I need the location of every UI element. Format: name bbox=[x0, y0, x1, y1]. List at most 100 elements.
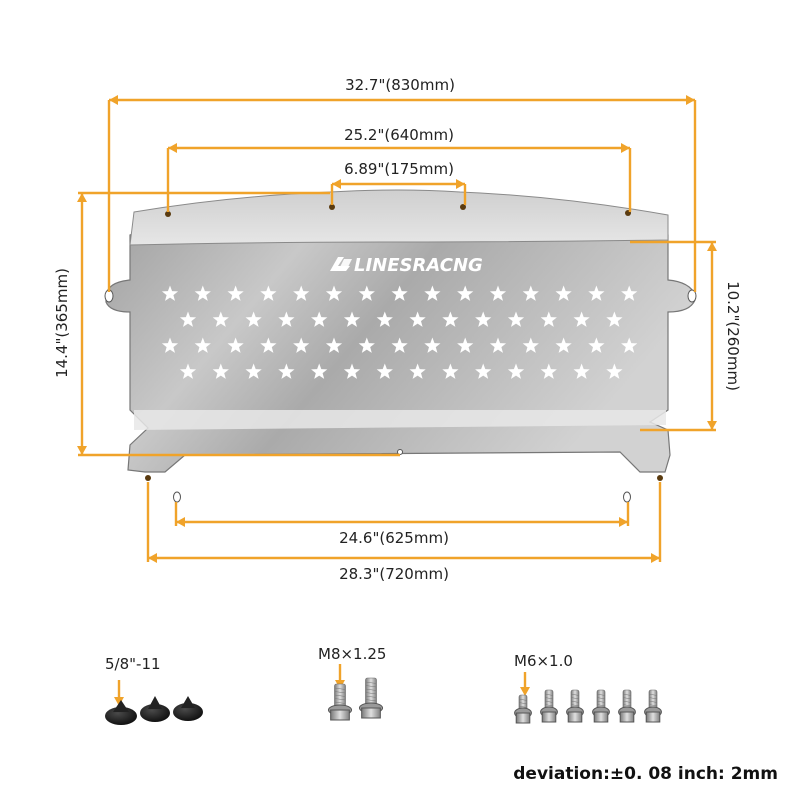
mount-hole bbox=[397, 449, 403, 455]
star-cutout-icon bbox=[227, 337, 244, 353]
m6-bolts bbox=[514, 689, 662, 724]
m6-bolt-icon bbox=[566, 689, 584, 723]
star-cutout-icon bbox=[245, 363, 262, 379]
star-cutout-icon bbox=[606, 363, 623, 379]
star-cutout-icon bbox=[376, 311, 393, 327]
center-hole-spacing-label: 6.89"(175mm) bbox=[344, 160, 454, 178]
m6-bolt-icon bbox=[644, 689, 662, 723]
star-cutout-icon bbox=[409, 311, 426, 327]
outer-hole-spacing-label: 25.2"(640mm) bbox=[344, 126, 454, 144]
star-cutout-icon bbox=[588, 337, 605, 353]
star-cutout-icon bbox=[293, 285, 310, 301]
plate-bend-band bbox=[134, 410, 666, 430]
star-cutout-icon bbox=[522, 337, 539, 353]
star-cutout-icon bbox=[391, 285, 408, 301]
black-screws bbox=[105, 696, 203, 725]
logo-text: LINESRACNG bbox=[354, 255, 483, 276]
star-cutout-icon bbox=[278, 363, 295, 379]
star-cutout-icon bbox=[540, 363, 557, 379]
mount-hole bbox=[623, 491, 631, 503]
star-cutout-icon bbox=[457, 337, 474, 353]
star-cutout-icon bbox=[573, 363, 590, 379]
star-cutout-icon bbox=[212, 363, 229, 379]
m8-bolt-icon bbox=[358, 677, 384, 719]
star-cutout-icon bbox=[522, 285, 539, 301]
star-cutout-icon bbox=[507, 311, 525, 327]
star-cutout-icon bbox=[161, 285, 179, 301]
lower-hole-spacing-label: 24.6"(625mm) bbox=[339, 529, 449, 547]
star-cutout-icon bbox=[311, 363, 328, 379]
star-cutout-icon bbox=[555, 337, 572, 353]
star-cutout-icon bbox=[278, 311, 295, 327]
black-screw-icon bbox=[140, 696, 170, 722]
star-cutout-icon bbox=[179, 311, 197, 327]
star-cutout-icon bbox=[442, 363, 459, 379]
star-cutout-icon bbox=[194, 337, 211, 353]
linesracing-logo-icon: LINESRACNG bbox=[330, 255, 483, 276]
skid-plate: LINESRACNG bbox=[104, 189, 697, 503]
star-cutout-icon bbox=[358, 285, 375, 301]
star-cutout-icon bbox=[325, 285, 343, 301]
star-cutout-icon bbox=[424, 337, 441, 353]
m8-bolt-icon bbox=[327, 683, 353, 721]
star-cutout-icon bbox=[606, 311, 623, 327]
star-cutout-icon bbox=[343, 363, 361, 379]
star-cutout-icon bbox=[489, 285, 507, 301]
dimension-lines bbox=[78, 98, 716, 702]
star-cutout-icon bbox=[194, 285, 211, 301]
star-cutout-icon bbox=[179, 363, 197, 379]
star-cutout-icon bbox=[475, 363, 492, 379]
star-cutout-icon bbox=[245, 311, 262, 327]
star-cutout-icon bbox=[227, 285, 244, 301]
star-cutout-icon bbox=[343, 311, 361, 327]
star-cutout-icon bbox=[621, 285, 638, 301]
m6-bolt-icon bbox=[514, 694, 532, 724]
m6-bolt-label: M6×1.0 bbox=[514, 652, 573, 670]
star-cutout-icon bbox=[293, 337, 310, 353]
star-cutout-icon bbox=[475, 311, 492, 327]
black-screw-icon bbox=[105, 700, 137, 725]
mount-hole bbox=[657, 475, 663, 481]
plate-top-flange bbox=[129, 189, 669, 246]
star-cutout-icon bbox=[325, 337, 343, 353]
m6-bolt-icon bbox=[618, 689, 636, 723]
black-screw-icon bbox=[173, 696, 203, 721]
star-cutout-icon bbox=[457, 285, 474, 301]
mount-hole bbox=[460, 204, 466, 210]
mount-hole bbox=[173, 491, 181, 503]
star-cutout-icon bbox=[376, 363, 393, 379]
star-cutout-icon bbox=[507, 363, 525, 379]
screws-size-label: 5/8"-11 bbox=[105, 655, 161, 673]
dimension-arrowheads bbox=[77, 95, 717, 706]
star-cutout-icon bbox=[358, 337, 375, 353]
star-cutout-icon bbox=[424, 285, 441, 301]
star-cutouts bbox=[161, 285, 638, 379]
overall-height-label: 14.4"(365mm) bbox=[53, 268, 71, 378]
star-cutout-icon bbox=[391, 337, 408, 353]
star-cutout-icon bbox=[573, 311, 590, 327]
star-cutout-icon bbox=[555, 285, 572, 301]
mount-hole bbox=[145, 475, 151, 481]
star-cutout-icon bbox=[442, 311, 459, 327]
mount-hole bbox=[687, 289, 697, 303]
star-cutout-icon bbox=[212, 311, 229, 327]
star-cutout-icon bbox=[311, 311, 328, 327]
star-cutout-icon bbox=[409, 363, 426, 379]
m6-bolt-icon bbox=[540, 689, 558, 723]
plate-height-label: 10.2"(260mm) bbox=[724, 281, 742, 391]
lower-overall-width-label: 28.3"(720mm) bbox=[339, 565, 449, 583]
m6-bolt-icon bbox=[592, 689, 610, 723]
mount-hole bbox=[329, 204, 335, 210]
star-cutout-icon bbox=[588, 285, 605, 301]
deviation-note: deviation:±0. 08 inch: 2mm bbox=[513, 764, 778, 784]
star-cutout-icon bbox=[161, 337, 179, 353]
star-cutout-icon bbox=[621, 337, 638, 353]
star-cutout-icon bbox=[540, 311, 557, 327]
overall-width-label: 32.7"(830mm) bbox=[345, 76, 455, 94]
m8-bolts bbox=[327, 677, 384, 721]
m8-bolt-label: M8×1.25 bbox=[318, 645, 387, 663]
mount-hole bbox=[165, 211, 171, 217]
star-cutout-icon bbox=[260, 285, 277, 301]
